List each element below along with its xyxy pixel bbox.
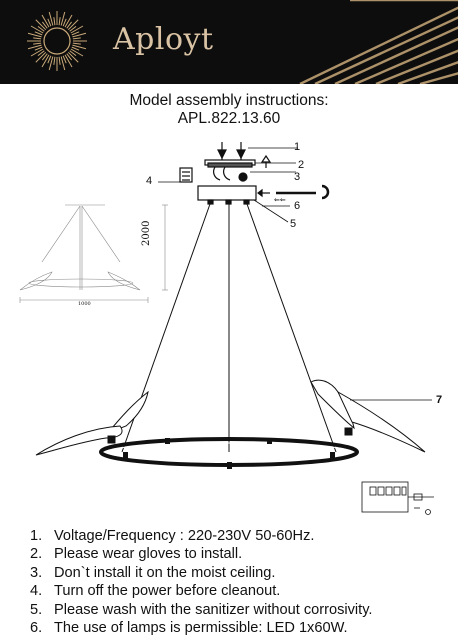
- dimension-width-label: 1000: [78, 301, 91, 307]
- svg-text:⇐⇐: ⇐⇐: [274, 196, 286, 204]
- sun-ray: [48, 11, 54, 26]
- callout-leaders: [158, 147, 432, 401]
- note-number: 4.: [30, 583, 43, 600]
- sun-ray: [30, 48, 44, 57]
- sun-ray: [35, 19, 47, 31]
- sun-ray: [37, 25, 45, 32]
- sun-ray: [53, 56, 56, 65]
- note-text: The use of lamps is permissible: LED 1x6…: [54, 620, 348, 637]
- sun-ray: [69, 50, 77, 57]
- callout-4: 4: [146, 175, 153, 187]
- note-number: 1.: [30, 528, 43, 544]
- suspension-cables: [121, 203, 337, 453]
- sun-ray: [53, 17, 56, 26]
- led-ring: [99, 437, 359, 469]
- ceiling-mount: ⇐⇐: [179, 142, 330, 205]
- bird-figure-left: [35, 390, 149, 456]
- sun-ray: [72, 37, 81, 40]
- sun-ray: [70, 25, 84, 34]
- sun-ray: [41, 54, 50, 68]
- note-item: 3. Don`t install it on the moist ceiling.: [30, 564, 373, 582]
- callout-6: 6: [294, 200, 301, 212]
- bird-figure-right: [310, 379, 426, 453]
- note-item: 4. Turn off the power before cleanout.: [30, 582, 373, 600]
- sun-ray: [67, 19, 79, 31]
- sun-ray: [58, 56, 61, 65]
- sun-ray: [35, 51, 47, 63]
- sun-ray: [60, 56, 66, 71]
- note-text: Don`t install it on the moist ceiling.: [54, 564, 276, 581]
- note-item: 2. Please wear gloves to install.: [30, 545, 373, 563]
- sun-ray: [64, 14, 73, 28]
- sun-ray: [34, 46, 43, 51]
- sun-ray: [41, 21, 48, 29]
- sun-ray: [72, 42, 81, 45]
- note-text: Please wear gloves to install.: [54, 546, 243, 563]
- sun-ray: [67, 51, 79, 63]
- callout-1: 1: [294, 141, 301, 153]
- callout-3: 3: [294, 171, 301, 183]
- callout-5: 5: [290, 218, 297, 230]
- header-art: [27, 0, 458, 84]
- sun-ray: [58, 17, 61, 26]
- sun-ray: [72, 44, 87, 50]
- sun-ray: [48, 56, 54, 71]
- sun-ray: [33, 37, 42, 40]
- sun-ray: [27, 44, 42, 50]
- sun-ray: [66, 21, 73, 29]
- note-number: 3.: [30, 564, 43, 581]
- sun-ray: [69, 25, 77, 32]
- model-number: APL.822.13.60: [177, 110, 281, 127]
- sunburst-logo-icon: [27, 11, 87, 71]
- dimension-diagram: [19, 204, 168, 303]
- sun-ray: [34, 31, 43, 36]
- sun-ray: [47, 55, 52, 64]
- brand-header: Aployt: [0, 0, 458, 84]
- sun-ray: [72, 32, 87, 38]
- note-text: Turn off the power before cleanout.: [54, 583, 281, 600]
- light-rays-decoration: [299, 0, 458, 84]
- sun-ray: [70, 48, 84, 57]
- note-text: Voltage/Frequency : 220-230V 50-60Hz.: [54, 528, 315, 544]
- sun-ray: [62, 55, 67, 64]
- note-text: Please wash with the sanitizer without c…: [54, 601, 373, 618]
- note-item: 6. The use of lamps is permissible: LED 1…: [30, 619, 373, 637]
- sun-ray: [41, 14, 50, 28]
- sun-ray: [47, 18, 52, 27]
- sun-ray: [71, 31, 80, 36]
- sun-ray: [64, 54, 73, 68]
- callout-2: 2: [298, 159, 305, 171]
- sun-ray: [60, 11, 66, 26]
- note-item: 1. Voltage/Frequency : 220-230V 50-60Hz.: [30, 527, 373, 545]
- sun-ray: [37, 50, 45, 57]
- sun-ray: [71, 46, 80, 51]
- note-number: 2.: [30, 546, 43, 563]
- sun-ray: [62, 18, 67, 27]
- note-number: 6.: [30, 620, 43, 637]
- assembly-drawing: ⇐⇐: [19, 142, 434, 515]
- brand-wordmark: Aployt: [113, 22, 214, 57]
- sun-ray: [33, 42, 42, 45]
- sun-ray: [41, 53, 48, 61]
- sun-ray: [30, 25, 44, 34]
- sun-ray: [27, 32, 42, 38]
- callout-7: 7: [436, 394, 443, 406]
- sun-ray: [66, 53, 73, 61]
- note-item: 5. Please wash with the sanitizer without…: [30, 601, 373, 619]
- note-number: 5.: [30, 601, 43, 618]
- dimension-height-label: 2000: [141, 220, 152, 246]
- page-title: Model assembly instructions:: [129, 92, 329, 109]
- wiring-diagram: [361, 481, 434, 515]
- safety-notes-list: 1.Voltage/Frequency : 220-230V 50-60Hz. …: [30, 527, 373, 637]
